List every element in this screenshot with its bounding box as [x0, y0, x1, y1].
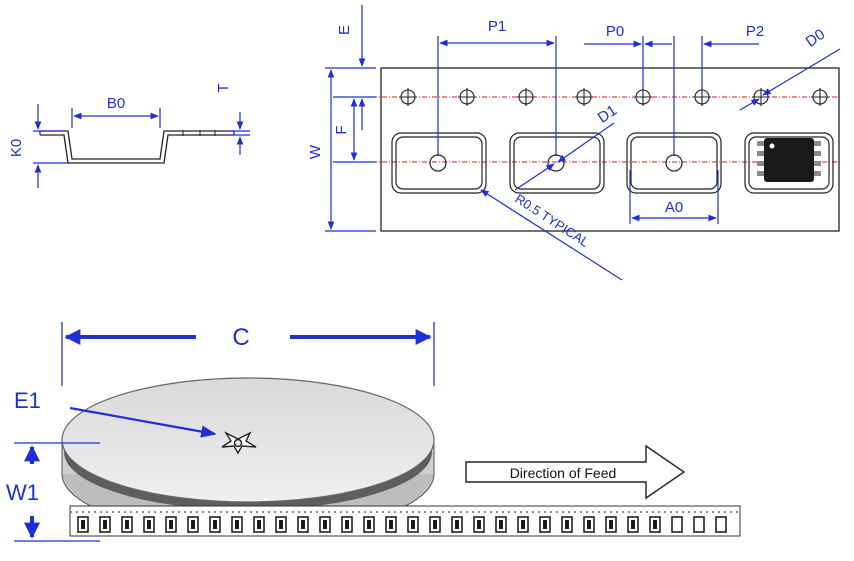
k0-label: K0 [8, 139, 25, 157]
p2-label: P2 [746, 23, 764, 40]
w1-label: W1 [6, 480, 39, 505]
ic-component [757, 138, 821, 182]
reel [61, 377, 435, 535]
b0-dimension [71, 108, 161, 128]
p1-label: P1 [488, 18, 506, 35]
t-label: T [215, 83, 232, 92]
e1-label: E1 [14, 388, 41, 413]
d0-label: D0 [803, 26, 828, 51]
tape-dimensions [325, 5, 841, 281]
reel-tape [69, 505, 741, 537]
f-label: F [333, 125, 350, 134]
pockets [391, 132, 834, 194]
reel-dimensions [14, 322, 435, 542]
k0-dimension [33, 104, 68, 188]
t-dimension [230, 112, 250, 155]
a0-label: A0 [665, 199, 683, 216]
direction-of-feed-label: Direction of Feed [510, 465, 617, 481]
e-label: E [336, 25, 353, 35]
p0-label: P0 [606, 23, 624, 40]
sprocket-holes [399, 88, 829, 106]
c-label: C [232, 324, 249, 351]
reel-hub [221, 431, 257, 455]
w-label: W [307, 144, 324, 159]
pocket-cross-section [39, 130, 235, 164]
direction-of-feed-arrow [465, 444, 686, 500]
b0-label: B0 [107, 95, 125, 112]
